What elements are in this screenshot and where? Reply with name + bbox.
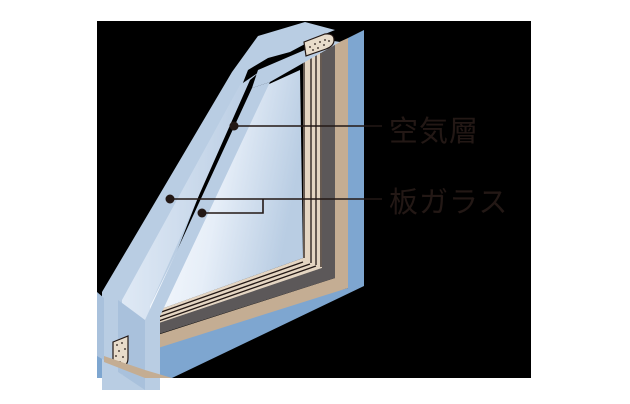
dot-air-layer: [229, 121, 239, 131]
spacer: [150, 50, 322, 326]
spacer-lines: [149, 51, 322, 325]
desiccant-top-dots: [309, 39, 330, 51]
dot-glass-inner: [197, 208, 207, 218]
frame-bottom-tan: [104, 356, 172, 378]
leader-dots: [165, 121, 239, 218]
desiccant-top: [303, 33, 335, 57]
label-air-layer: 空気層: [389, 114, 480, 148]
leader-glass-inner: [202, 199, 264, 214]
label-sheet-glass: 板ガラス: [389, 185, 509, 219]
dot-glass-outer: [165, 194, 175, 204]
leader-lines: [170, 125, 382, 214]
glass-pane-outer-side: [97, 292, 104, 360]
glass-pane-inner-edge: [145, 82, 270, 390]
